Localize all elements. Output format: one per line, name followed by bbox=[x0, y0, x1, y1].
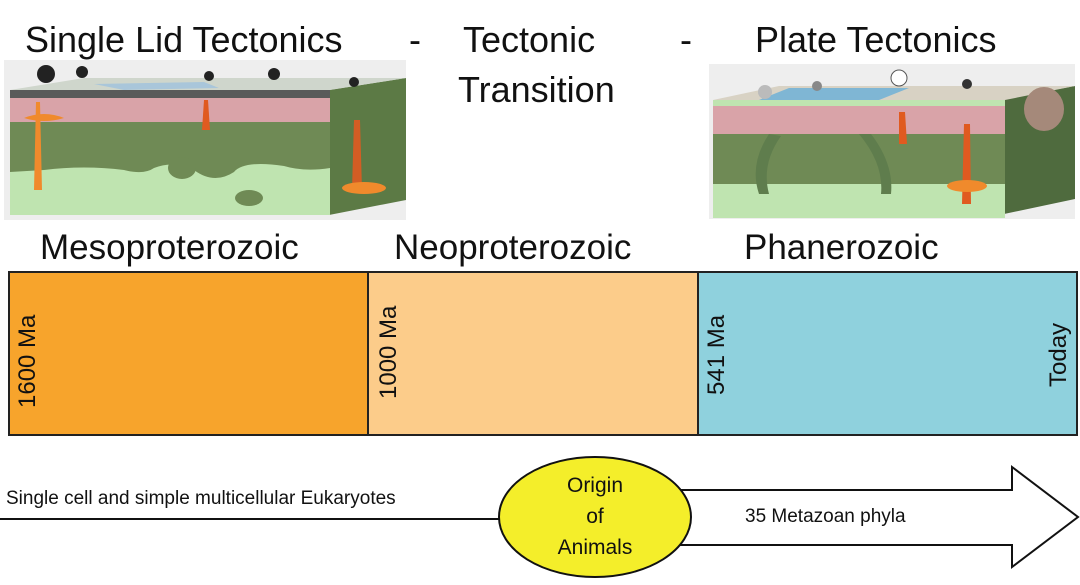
era-name-phanerozoic: Phanerozoic bbox=[744, 228, 939, 267]
origin-of-animals-label: Origin of Animals bbox=[520, 470, 670, 563]
plate-tectonics-title: Plate Tectonics bbox=[755, 19, 997, 60]
mesoproterozoic-segment: 1600 Ma bbox=[8, 271, 369, 436]
tectonic-transition-title-line2: Transition bbox=[458, 69, 615, 110]
metazoan-arrow-shape bbox=[679, 464, 1080, 570]
start-label-1600-ma: 1600 Ma bbox=[14, 314, 41, 408]
header-dash-right: - bbox=[680, 19, 692, 60]
geologic-timeline: 1600 Ma 1000 Ma 541 Ma Today bbox=[8, 271, 1078, 436]
tectonic-transition-title-line1: Tectonic bbox=[463, 19, 596, 60]
header-dash-left: - bbox=[409, 19, 421, 60]
single-lid-tectonics-illustration bbox=[4, 60, 406, 220]
origin-label-line1: Origin bbox=[566, 474, 624, 497]
era-name-neoproterozoic: Neoproterozoic bbox=[394, 228, 632, 267]
start-label-541-ma: 541 Ma bbox=[703, 314, 730, 395]
single-lid-tectonics-title: Single Lid Tectonics bbox=[25, 19, 343, 60]
plate-tectonics-illustration bbox=[709, 64, 1075, 219]
origin-label-line3: Animals bbox=[557, 536, 633, 559]
phanerozoic-segment: 541 Ma Today bbox=[697, 271, 1078, 436]
metazoan-phyla-label: 35 Metazoan phyla bbox=[745, 506, 906, 527]
origin-label-line2: of bbox=[586, 505, 604, 528]
origin-of-animals-ellipse bbox=[498, 456, 692, 578]
era-name-mesoproterozoic: Mesoproterozoic bbox=[40, 228, 299, 267]
evolution-arrow bbox=[0, 456, 1080, 578]
eukaryotes-label: Single cell and simple multicellular Euk… bbox=[6, 488, 396, 509]
neoproterozoic-segment: 1000 Ma bbox=[367, 271, 699, 436]
start-label-1000-ma: 1000 Ma bbox=[375, 305, 402, 399]
end-label-today: Today bbox=[1045, 322, 1072, 387]
